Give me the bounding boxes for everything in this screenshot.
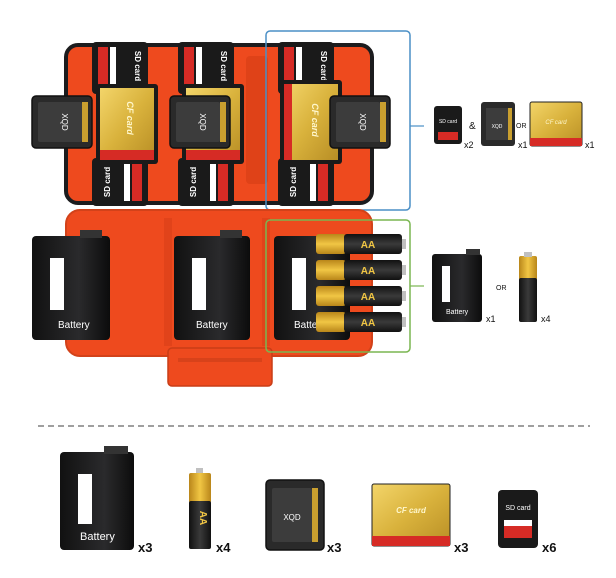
summary-sd-count: x6 — [542, 540, 556, 555]
capacity-summary: Battery x3 AA x4 XQD x3 CF card x3 — [60, 446, 556, 555]
memory-card-compartment: SD card SD card SD card SD card SD card — [31, 30, 424, 211]
sd-card-slot-bottom-3: SD card — [278, 158, 334, 206]
battery-slot-1: Battery — [32, 230, 110, 340]
svg-text:AA: AA — [361, 292, 375, 303]
sd-card-slot-top-1: SD card — [92, 42, 148, 94]
summary-xqd-label: XQD — [283, 513, 301, 522]
summary-sd: SD card x6 — [498, 490, 556, 555]
cf-label: CF card — [310, 103, 320, 137]
battery-label: Battery — [58, 320, 90, 331]
aa-battery-4: AA — [316, 312, 406, 332]
legend-aa-icon — [519, 252, 537, 322]
card-slot-legend: SD card x2 & XQD x1 OR CF card x1 — [434, 101, 595, 150]
legend-or-2: OR — [496, 285, 507, 292]
legend-xqd-card-icon: XQD — [481, 102, 515, 146]
sd-card-slot-bottom-1: SD card — [92, 158, 148, 206]
summary-xqd: XQD x3 — [265, 479, 341, 555]
legend-battery-icon: Battery — [432, 249, 482, 322]
summary-xqd-count: x3 — [327, 540, 341, 555]
legend-cf-card-icon: CF card — [529, 101, 583, 147]
xqd-label: XQD — [60, 113, 69, 131]
legend-sd-card-icon: SD card — [434, 106, 462, 144]
summary-aa: AA x4 — [189, 468, 231, 555]
sd-label: SD card — [289, 167, 298, 197]
cf-label: CF card — [125, 101, 135, 135]
sd-card-slot-bottom-2: SD card — [178, 158, 234, 206]
battery-label: Battery — [196, 320, 228, 331]
xqd-card-1: XQD — [31, 95, 93, 149]
summary-cf-label: CF card — [396, 506, 427, 515]
battery-slot-2: Battery — [174, 230, 250, 340]
xqd-card-3: XQD — [329, 95, 391, 149]
summary-battery-label: Battery — [80, 531, 115, 543]
sd-label: SD card — [103, 167, 112, 197]
xqd-card-2: XQD — [169, 95, 231, 149]
sd-label: SD card — [319, 51, 328, 81]
legend-or: OR — [516, 123, 527, 130]
xqd-label: XQD — [198, 113, 207, 131]
summary-cf: CF card x3 — [371, 483, 468, 555]
cf-card-1: CF card — [96, 84, 158, 164]
svg-text:AA: AA — [361, 240, 375, 251]
svg-text:SD card: SD card — [439, 119, 457, 125]
svg-text:AA: AA — [361, 318, 375, 329]
battery-compartment: Battery Battery Battery AA AA — [32, 209, 424, 387]
battery-slot-legend: Battery x1 OR x4 — [432, 249, 551, 324]
svg-text:XQD: XQD — [492, 124, 503, 130]
svg-text:Battery: Battery — [446, 309, 469, 316]
legend-battery-count: x1 — [486, 314, 496, 324]
summary-battery-count: x3 — [138, 540, 152, 555]
summary-aa-count: x4 — [216, 540, 231, 555]
sd-label: SD card — [189, 167, 198, 197]
legend-sd-count: x2 — [464, 140, 474, 150]
sd-label: SD card — [219, 51, 228, 81]
sd-label: SD card — [133, 51, 142, 81]
legend-cf-count: x1 — [585, 140, 595, 150]
aa-battery-3: AA — [316, 286, 406, 306]
legend-aa-count: x4 — [541, 314, 551, 324]
summary-battery: Battery x3 — [60, 446, 152, 555]
xqd-label: XQD — [358, 113, 367, 131]
battery-label: Battery — [294, 320, 326, 331]
aa-battery-2: AA — [316, 260, 406, 280]
latch-tab — [167, 347, 273, 387]
summary-cf-count: x3 — [454, 540, 468, 555]
legend-amp: & — [469, 121, 476, 132]
summary-sd-label: SD card — [505, 505, 530, 512]
legend-xqd-count: x1 — [518, 140, 528, 150]
sd-card-slot-top-2: SD card — [178, 42, 234, 94]
svg-text:AA: AA — [361, 266, 375, 277]
cf-card-3: CF card — [280, 80, 342, 164]
summary-aa-label: AA — [197, 511, 208, 525]
aa-battery-1: AA — [316, 234, 406, 254]
svg-text:CF card: CF card — [545, 120, 567, 126]
